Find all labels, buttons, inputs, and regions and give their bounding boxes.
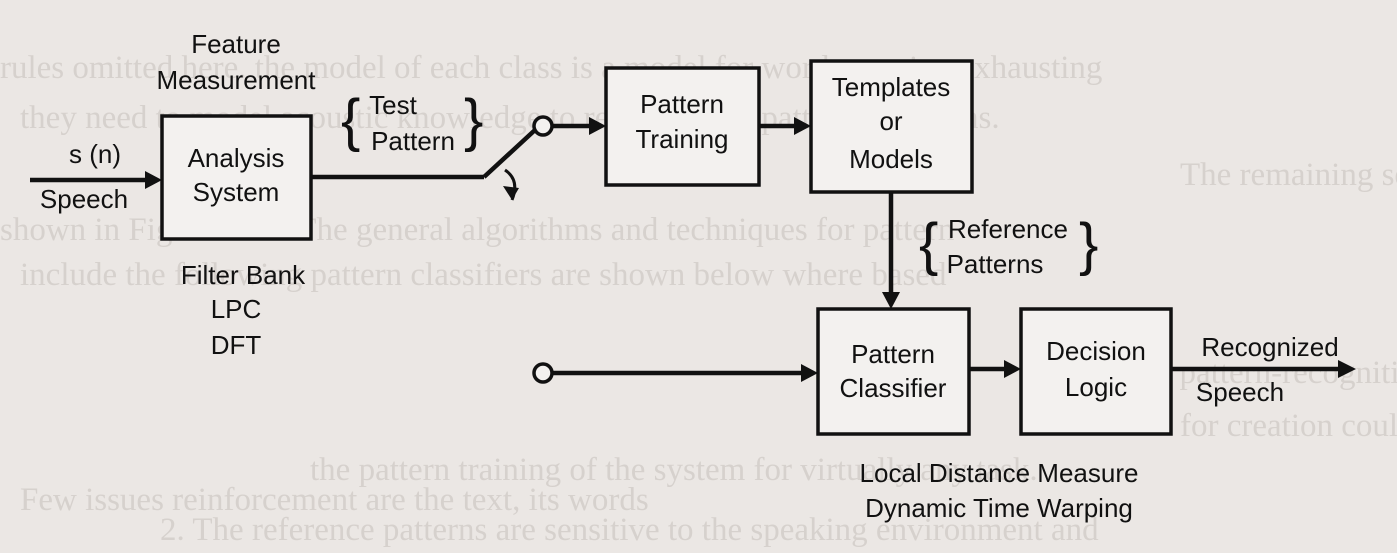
decision-input-arrowhead xyxy=(1004,360,1021,378)
templates-label-1: Templates xyxy=(832,72,951,102)
bleed-line: 2. The reference patterns are sensitive … xyxy=(160,512,1099,548)
training-label-2: Training xyxy=(636,124,729,154)
analysis-label-2: System xyxy=(193,177,280,207)
dtw-label: Dynamic Time Warping xyxy=(865,493,1133,523)
analysis-label-1: Analysis xyxy=(188,143,285,173)
test-pattern-brace-left: { xyxy=(341,88,360,153)
bleed-line: Few issues reinforcement are the text, i… xyxy=(20,482,649,518)
recognized-speech-label: Speech xyxy=(1196,377,1284,407)
switch-contact-training xyxy=(532,115,554,137)
classifier-label-1: Pattern xyxy=(851,339,935,369)
reference-brace-right: } xyxy=(1079,212,1098,277)
dft-label: DFT xyxy=(211,330,262,360)
classifier-input-arrowhead-top xyxy=(882,292,900,309)
test-pattern-brace-right: } xyxy=(464,88,483,153)
switch-contact-testing xyxy=(532,362,554,384)
decision-label-2: Logic xyxy=(1065,372,1127,402)
test-pattern-label-1: Test xyxy=(369,90,417,120)
classifier-label-2: Classifier xyxy=(840,373,947,403)
classifier-input-arrowhead-left xyxy=(801,364,818,382)
decision-logic-block: Decision Logic xyxy=(1019,307,1173,436)
reference-patterns-label-2: Patterns xyxy=(947,249,1044,279)
training-label-1: Pattern xyxy=(640,89,724,119)
feature-measurement-label-2: Measurement xyxy=(157,65,317,95)
recognized-label: Recognized xyxy=(1201,332,1338,362)
speech-input-arrowhead xyxy=(145,171,162,189)
reference-brace-left: { xyxy=(919,212,938,277)
feature-measurement-label-1: Feature xyxy=(191,29,281,59)
templates-label-2: or xyxy=(879,106,902,136)
switch-arc-arrowhead xyxy=(503,186,519,200)
output-arrowhead xyxy=(1338,360,1356,378)
lpc-label: LPC xyxy=(211,294,262,324)
reference-patterns-label-1: Reference xyxy=(948,214,1068,244)
pattern-training-block: Pattern Training xyxy=(604,66,761,187)
signal-label: s (n) xyxy=(69,139,121,169)
bleed-line: shown in Figure 2.37. The general algori… xyxy=(0,212,955,248)
decision-label-1: Decision xyxy=(1046,336,1146,366)
switch-blade xyxy=(482,128,537,179)
templates-models-block: Templates or Models xyxy=(809,59,974,194)
bleed-line: the pattern training of the system for v… xyxy=(310,452,1038,488)
speech-input-label: Speech xyxy=(40,184,128,214)
test-pattern-label-2: Pattern xyxy=(371,126,455,156)
training-input-arrowhead xyxy=(589,117,606,135)
pattern-classifier-block: Pattern Classifier xyxy=(816,307,971,436)
templates-input-arrowhead xyxy=(794,117,811,135)
templates-label-3: Models xyxy=(849,144,933,174)
bleed-line: for creation could class reference patte… xyxy=(1180,408,1397,444)
filter-bank-label: Filter Bank xyxy=(181,260,306,290)
bleed-line: The remaining sections of this book will… xyxy=(1180,157,1397,193)
local-distance-label: Local Distance Measure xyxy=(860,458,1139,488)
analysis-system-block: Analysis System xyxy=(160,114,313,241)
bleed-line: include the following pattern classifier… xyxy=(20,257,947,293)
